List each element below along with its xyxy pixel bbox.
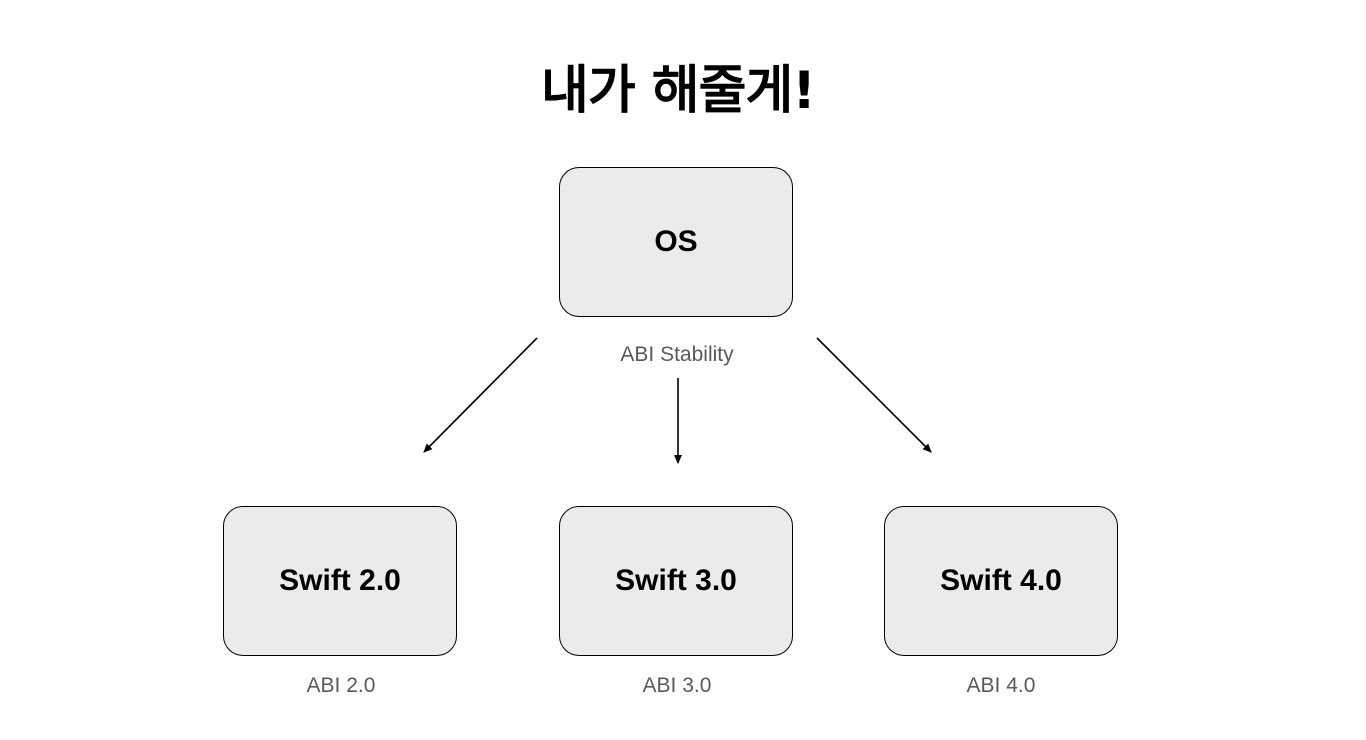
arrow-to-swift-2 [423, 337, 538, 453]
abi-3-caption: ABI 3.0 [642, 674, 712, 697]
arrow-to-swift-4 [816, 337, 932, 453]
swift-4-label: Swift 4.0 [940, 564, 1062, 597]
swift-2-node: Swift 2.0 [223, 506, 457, 656]
abi-2-caption: ABI 2.0 [306, 674, 376, 697]
abi-4-caption: ABI 4.0 [966, 674, 1036, 697]
swift-3-node: Swift 3.0 [559, 506, 793, 656]
swift-3-label: Swift 3.0 [615, 564, 737, 597]
abi-stability-caption: ABI Stability [620, 343, 734, 366]
os-node: OS [559, 167, 793, 317]
page-title: 내가 해줄게! [540, 61, 816, 121]
os-node-label: OS [654, 225, 698, 258]
swift-2-label: Swift 2.0 [279, 564, 401, 597]
swift-4-node: Swift 4.0 [884, 506, 1118, 656]
